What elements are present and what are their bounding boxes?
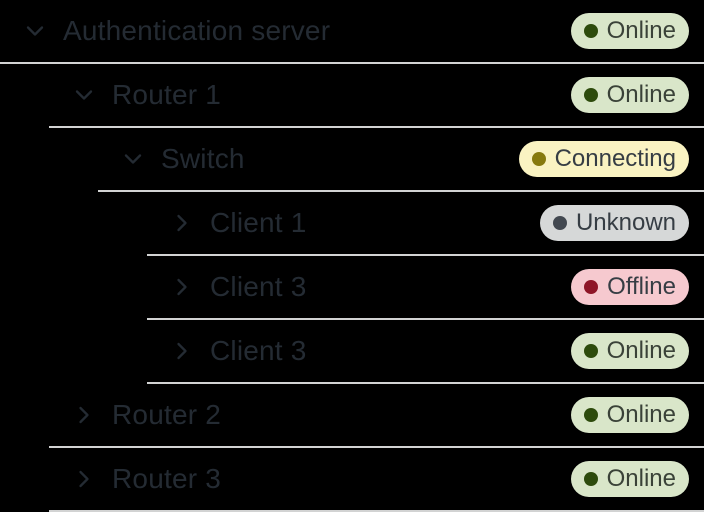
chevron-right-icon — [177, 342, 187, 360]
status-label: Online — [606, 401, 676, 428]
tree-row-connecting[interactable]: Switch Connecting — [98, 128, 704, 192]
status-dot-icon — [584, 280, 599, 294]
chevron-toggle[interactable] — [169, 338, 195, 364]
chevron-toggle[interactable] — [71, 82, 97, 108]
chevron-toggle[interactable] — [22, 18, 48, 44]
status-label: Unknown — [575, 209, 676, 236]
status-badge: Online — [570, 13, 689, 49]
status-dot-icon — [583, 88, 598, 102]
device-label: Router 3 — [112, 463, 221, 494]
chevron-down-icon — [75, 90, 93, 100]
status-label: Online — [606, 337, 676, 364]
chevron-right-icon — [177, 214, 187, 232]
status-label: Online — [606, 81, 676, 108]
chevron-toggle[interactable] — [71, 402, 97, 428]
device-label: Router 2 — [112, 399, 221, 430]
tree-row-online[interactable]: Router 1 Online — [49, 64, 704, 128]
chevron-right-icon — [79, 406, 89, 424]
device-label: Switch — [161, 143, 245, 174]
status-label: Connecting — [554, 145, 676, 172]
status-label: Online — [606, 465, 676, 492]
status-dot-icon — [531, 152, 546, 166]
chevron-toggle[interactable] — [71, 466, 97, 492]
status-badge: Online — [570, 461, 689, 497]
device-label: Client 1 — [210, 207, 307, 238]
status-badge: Online — [570, 77, 689, 113]
device-label: Client 3 — [210, 271, 307, 302]
tree-row-online[interactable]: Router 2 Online — [49, 384, 704, 448]
status-dot-icon — [552, 216, 567, 230]
chevron-right-icon — [79, 470, 89, 488]
device-label: Authentication server — [63, 15, 331, 46]
status-badge: Online — [570, 397, 689, 433]
device-label: Router 1 — [112, 79, 221, 110]
tree-row-offline[interactable]: Client 3 Offline — [147, 256, 704, 320]
status-badge: Unknown — [539, 205, 689, 241]
chevron-toggle[interactable] — [169, 210, 195, 236]
tree-row-online[interactable]: Router 3 Online — [49, 448, 704, 512]
chevron-toggle[interactable] — [120, 146, 146, 172]
status-badge: Offline — [571, 269, 689, 305]
status-dot-icon — [583, 472, 598, 486]
device-label: Client 3 — [210, 335, 307, 366]
status-label: Offline — [607, 273, 676, 300]
tree-row-online[interactable]: Authentication server Online — [0, 0, 704, 64]
tree-row-unknown[interactable]: Client 1 Unknown — [147, 192, 704, 256]
chevron-toggle[interactable] — [169, 274, 195, 300]
status-dot-icon — [583, 408, 598, 422]
chevron-down-icon — [26, 26, 44, 36]
tree-row-online[interactable]: Client 3 Online — [147, 320, 704, 384]
status-label: Online — [606, 17, 676, 44]
chevron-down-icon — [124, 154, 142, 164]
status-badge: Connecting — [518, 141, 689, 177]
status-badge: Online — [570, 333, 689, 369]
chevron-right-icon — [177, 278, 187, 296]
status-dot-icon — [583, 344, 598, 358]
status-dot-icon — [583, 24, 598, 38]
